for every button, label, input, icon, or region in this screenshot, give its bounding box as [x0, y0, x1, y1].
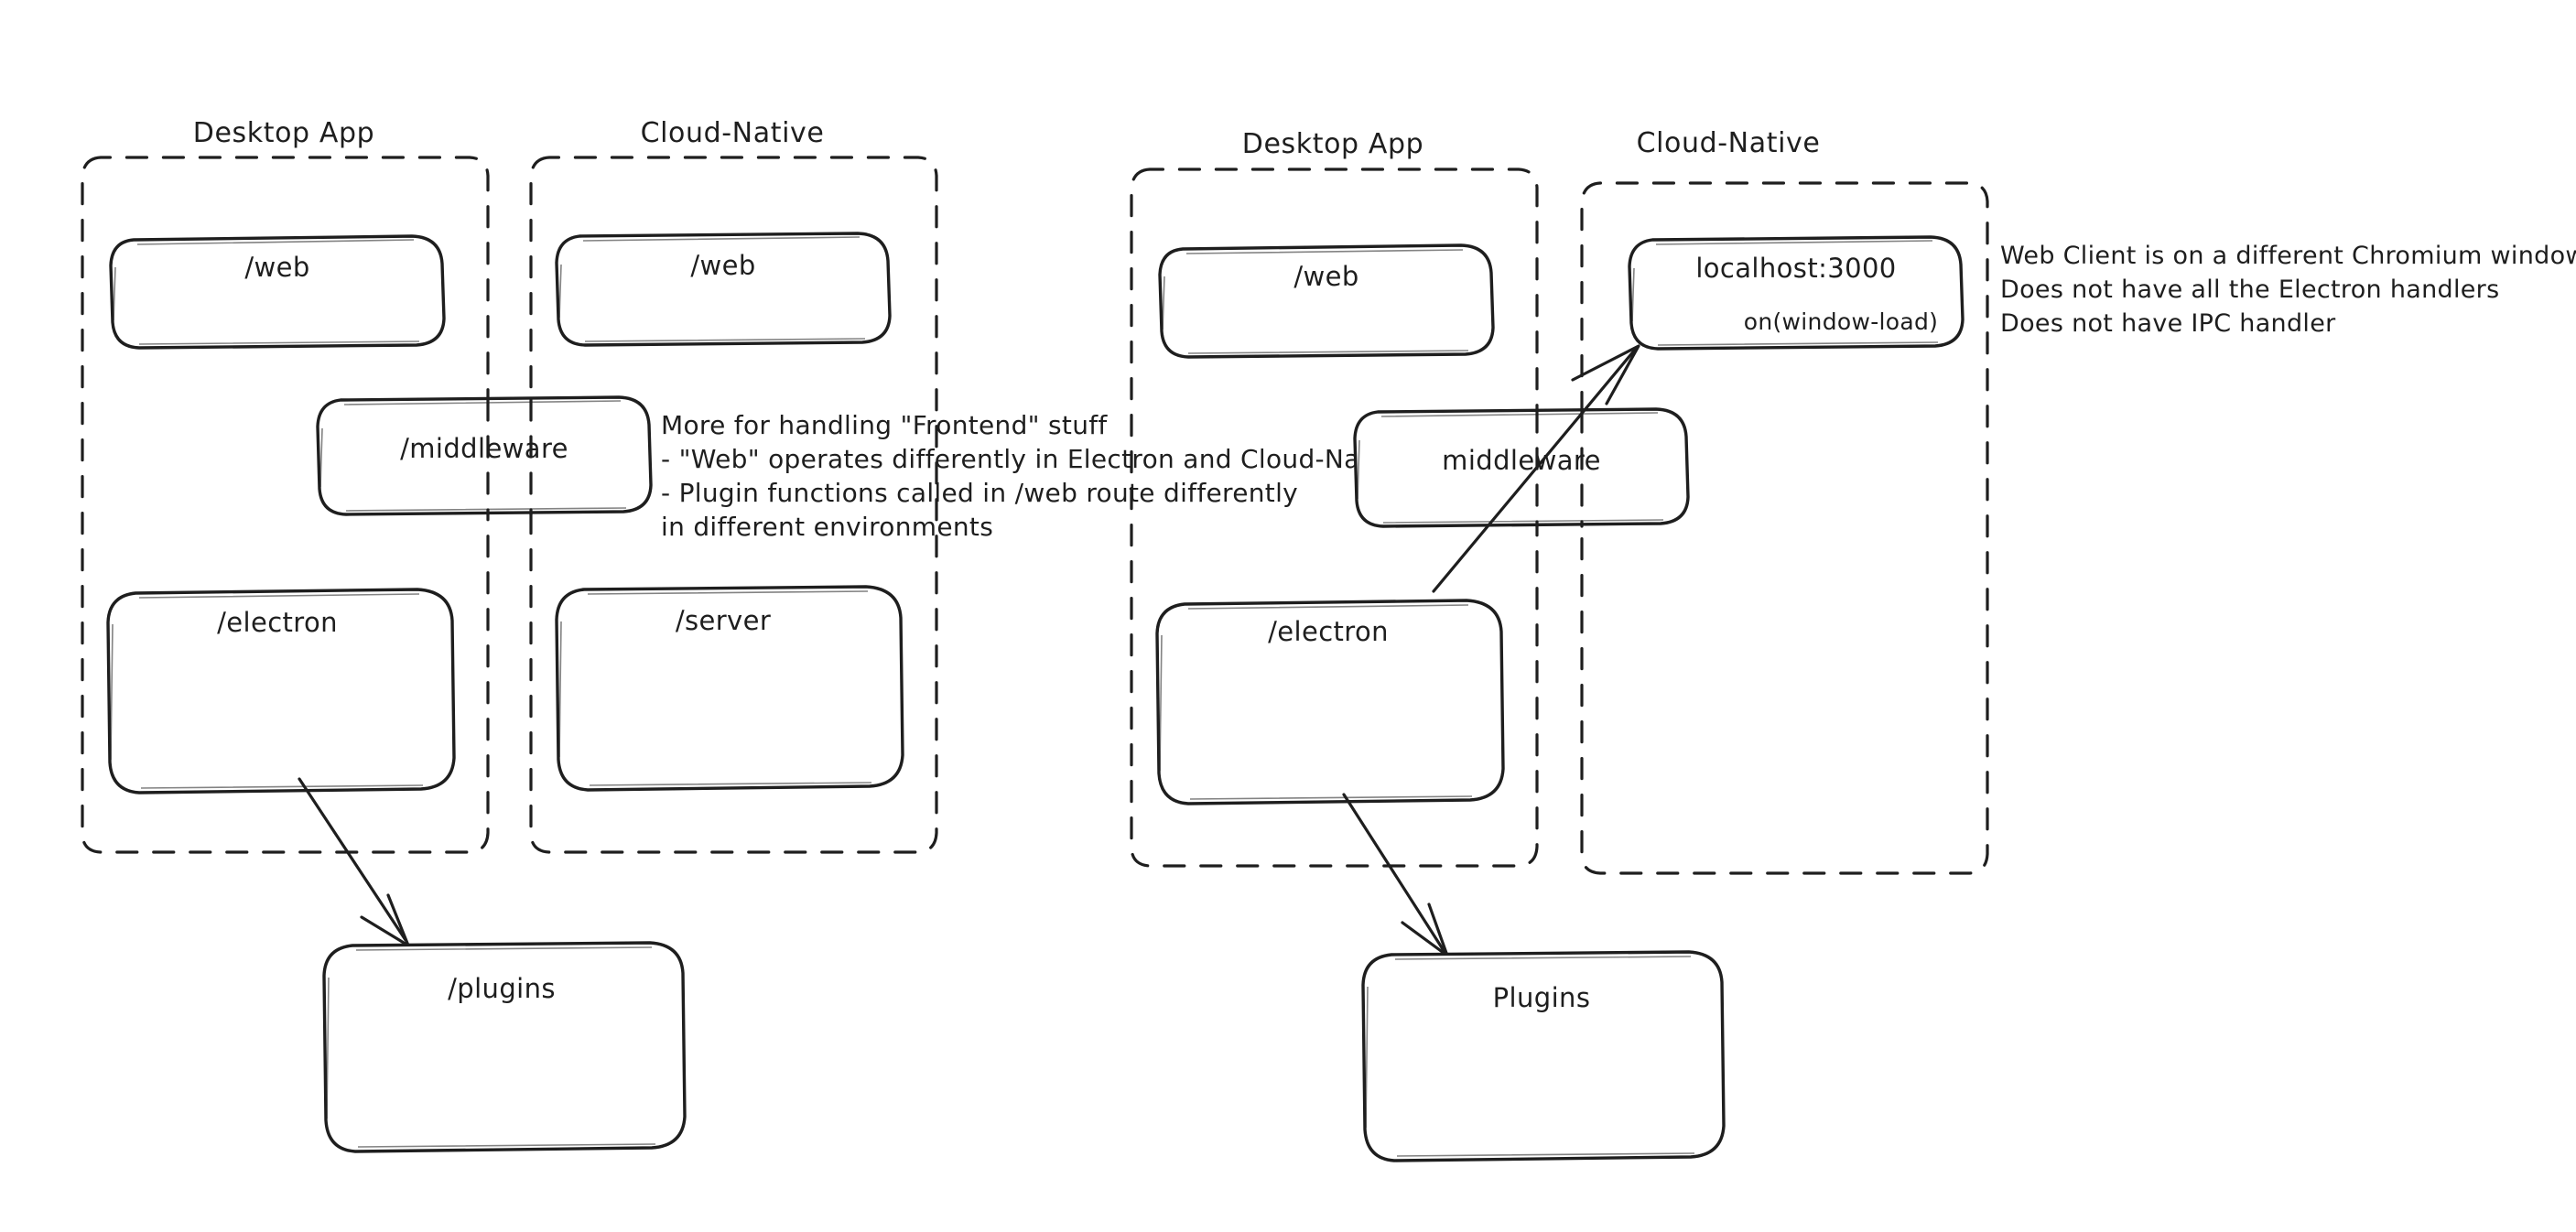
- sketch-overstroke: [1159, 604, 1473, 800]
- sketch-overstroke: [113, 239, 420, 345]
- group-label-cloud-native: Cloud-Native: [641, 117, 825, 149]
- arrow-left-electron-to-plugins: [298, 777, 410, 947]
- note-web-client: Web Client is on a different Chromium wi…: [2000, 242, 2576, 338]
- node-label: Plugins: [1493, 982, 1591, 1013]
- node-outline: [1628, 235, 1964, 351]
- node-right-plugins[interactable]: Plugins: [1361, 950, 1726, 1162]
- dashed-boundary-overlay: [486, 398, 533, 516]
- sketch-overstroke: [558, 236, 866, 342]
- arrow-right-electron-to-plugins: [1342, 793, 1449, 957]
- node-label: /web: [1293, 261, 1358, 292]
- node-label: /web: [244, 252, 309, 283]
- node-label: /electron: [1268, 616, 1389, 647]
- sketch-overstroke: [110, 593, 424, 789]
- note-line-2: - "Web" operates differently in Electron…: [661, 444, 1409, 474]
- node-left-electron[interactable]: /electron: [106, 588, 456, 794]
- note-line-1: More for handling "Frontend" stuff: [661, 410, 1108, 440]
- node-outline: [1353, 407, 1690, 528]
- node-right-middleware[interactable]: middleware: [1353, 407, 1690, 528]
- node-left-cloud-web[interactable]: /web: [555, 232, 892, 347]
- node-label: middleware: [1442, 445, 1601, 476]
- sketch-overstroke: [1357, 412, 1664, 524]
- node-left-plugins[interactable]: /plugins: [322, 941, 687, 1153]
- node-left-middleware[interactable]: /middleware: [316, 395, 653, 516]
- node-label: /electron: [217, 607, 338, 638]
- dashed-boundary: [1580, 181, 1989, 875]
- note-frontend: More for handling "Frontend" stuff - "We…: [661, 410, 1409, 542]
- node-label: localhost:3000: [1695, 253, 1896, 284]
- group-left-desktop-app[interactable]: Desktop App: [81, 117, 490, 854]
- node-outline: [1361, 950, 1726, 1162]
- arrow-shaft: [1432, 348, 1637, 593]
- group-label-cloud-native: Cloud-Native: [1637, 127, 1821, 159]
- note-line-3: - Plugin functions called in /web route …: [661, 478, 1298, 508]
- arrow-shaft: [298, 777, 407, 942]
- note-line-2: Does not have all the Electron handlers: [2000, 276, 2499, 304]
- note-line-4: in different environments: [661, 512, 993, 542]
- sketch-overstroke: [1162, 249, 1469, 354]
- node-left-desktop-web[interactable]: /web: [109, 234, 446, 350]
- sketch-overstroke: [558, 590, 872, 786]
- node-sublabel: on(window-load): [1744, 308, 1938, 335]
- sketch-overstroke: [319, 400, 627, 512]
- node-outline: [555, 232, 892, 347]
- node-right-desktop-web[interactable]: /web: [1158, 243, 1495, 359]
- sketch-overstroke: [1365, 956, 1695, 1157]
- node-label: /middleware: [400, 433, 568, 464]
- node-label: /plugins: [448, 973, 556, 1004]
- group-label-desktop-app: Desktop App: [193, 117, 374, 149]
- node-outline: [1158, 243, 1495, 359]
- node-outline: [555, 585, 904, 792]
- note-line-1: Web Client is on a different Chromium wi…: [2000, 242, 2576, 270]
- node-outline: [322, 941, 687, 1153]
- group-right-desktop-app[interactable]: Desktop App: [1130, 128, 1539, 868]
- sketch-overstroke: [1631, 240, 1939, 346]
- arrow-head: [1571, 344, 1640, 405]
- group-right-cloud-native[interactable]: Cloud-Native: [1580, 127, 1989, 875]
- group-label-desktop-app: Desktop App: [1242, 128, 1423, 160]
- arrow-right-electron-to-localhost: [1432, 344, 1640, 593]
- node-right-electron[interactable]: /electron: [1155, 599, 1505, 805]
- note-line-3: Does not have IPC handler: [2000, 309, 2336, 338]
- sketch-overstroke: [326, 946, 656, 1148]
- arrow-head: [360, 893, 410, 947]
- node-label: /web: [690, 250, 755, 281]
- arrow-shaft: [1342, 793, 1446, 954]
- node-label: /server: [676, 605, 771, 636]
- node-outline: [109, 234, 446, 350]
- node-outline: [106, 588, 456, 794]
- group-left-cloud-native[interactable]: Cloud-Native: [529, 117, 938, 854]
- node-outline: [316, 395, 653, 516]
- node-right-localhost[interactable]: localhost:3000 on(window-load): [1628, 235, 1964, 351]
- node-left-server[interactable]: /server: [555, 585, 904, 792]
- node-outline: [1155, 599, 1505, 805]
